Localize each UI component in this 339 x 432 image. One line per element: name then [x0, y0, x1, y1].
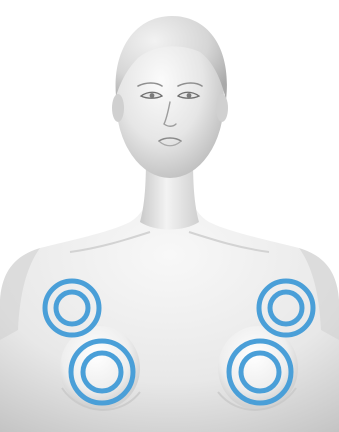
ear-left: [216, 94, 228, 122]
ear-right: [112, 94, 124, 122]
